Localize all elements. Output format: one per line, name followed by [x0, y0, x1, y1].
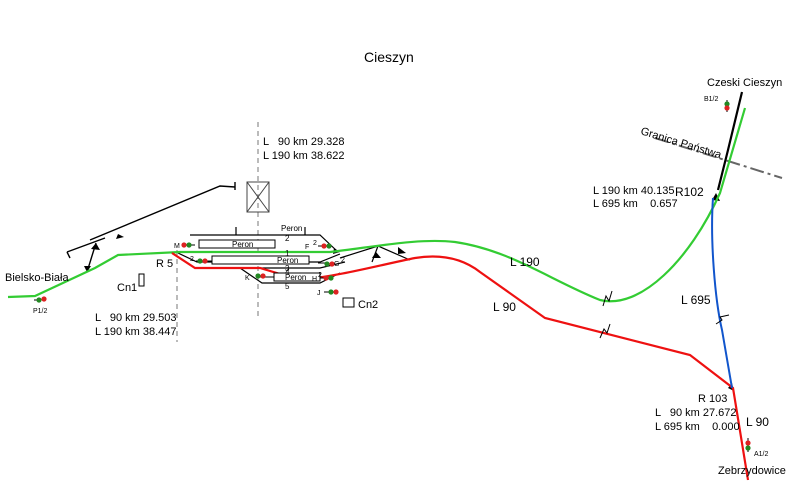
- label-border: Granica Państwa: [639, 125, 723, 161]
- signal-label-g: G: [334, 261, 339, 268]
- signal-g: [318, 261, 335, 267]
- cabin-cn1: [138, 273, 145, 287]
- signal-label-p12: P1/2: [33, 308, 48, 315]
- cabin-cn2: [342, 297, 355, 308]
- signal-f: [318, 243, 332, 249]
- page-title: Cieszyn: [364, 49, 414, 65]
- km-left-1: L 90 km 29.503: [95, 312, 177, 324]
- border-line: [654, 137, 783, 179]
- track-number-2: 2: [285, 234, 290, 243]
- signal-label-h: H: [312, 276, 317, 283]
- track-number-3: 3: [285, 264, 290, 273]
- track-number-1: 1: [285, 249, 290, 258]
- km-top-2: L 190 km 38.622: [263, 150, 345, 162]
- label-r102: R102: [675, 185, 704, 199]
- signal-m: [181, 242, 195, 248]
- label-zebrzydowice: Zebrzydowice: [718, 465, 786, 477]
- signal-a12: [745, 438, 751, 452]
- label-r103: R 103: [698, 393, 727, 405]
- label-bielsko-biala: Bielsko-Biała: [5, 272, 69, 284]
- km-top-1: L 90 km 29.328: [263, 136, 345, 148]
- platform-2: [211, 255, 310, 265]
- platform-label-1: Peron: [232, 240, 253, 249]
- signal-p12: [34, 296, 47, 303]
- platform-1: [198, 239, 276, 249]
- platform-label-2: Peron: [277, 256, 298, 265]
- label-cn1: Cn1: [117, 282, 137, 294]
- switch-marks: [84, 193, 734, 391]
- label-r5: R 5: [156, 258, 173, 270]
- label-cn2: Cn2: [358, 299, 378, 311]
- platform-label-3: Peron: [285, 273, 306, 282]
- line-695-blue: [711, 197, 733, 389]
- line-190-green: [7, 107, 747, 303]
- label-line-90: L 90: [493, 300, 516, 314]
- km-left-2: L 190 km 38.447: [95, 326, 177, 338]
- platform-label-top: Peron: [281, 224, 302, 233]
- km-r103-2: L 695 km 0.000: [655, 421, 740, 433]
- signal-label-a12: A1/2: [754, 451, 769, 458]
- track-number-4: 4: [285, 268, 290, 277]
- signal-label-g2: 2: [341, 257, 345, 264]
- signal-label-i2: 2: [190, 256, 194, 263]
- signal-label-h2: 2: [318, 272, 322, 279]
- break-marks: [599, 290, 730, 339]
- signal-label-b12: B1/2: [704, 96, 719, 103]
- signal-b12: [724, 100, 730, 112]
- km-r103-1: L 90 km 27.672: [655, 407, 737, 419]
- label-line-90-south: L 90: [746, 415, 769, 429]
- signal-label-f2: 2: [313, 240, 317, 247]
- siding-tracks: [66, 182, 236, 273]
- crossing-box: [246, 181, 270, 213]
- signal-label-m: M: [174, 243, 180, 250]
- signal-j: [324, 289, 339, 295]
- label-line-695: L 695: [681, 293, 711, 307]
- track-number-5: 5: [285, 282, 290, 291]
- signal-k: [255, 273, 274, 279]
- signal-i2: [196, 258, 212, 264]
- signal-label-k: K: [245, 275, 250, 282]
- km-r102-2: L 695 km 0.657: [593, 198, 678, 210]
- line-czeski-cieszyn: [716, 91, 744, 191]
- signal-label-j: J: [317, 290, 321, 297]
- signal-h: [320, 275, 334, 281]
- signal-label-f: F: [305, 244, 309, 251]
- label-line-190: L 190: [510, 255, 540, 269]
- km-r102-1: L 190 km 40.135: [593, 185, 675, 197]
- label-czeski-cieszyn: Czeski Cieszyn: [707, 77, 782, 89]
